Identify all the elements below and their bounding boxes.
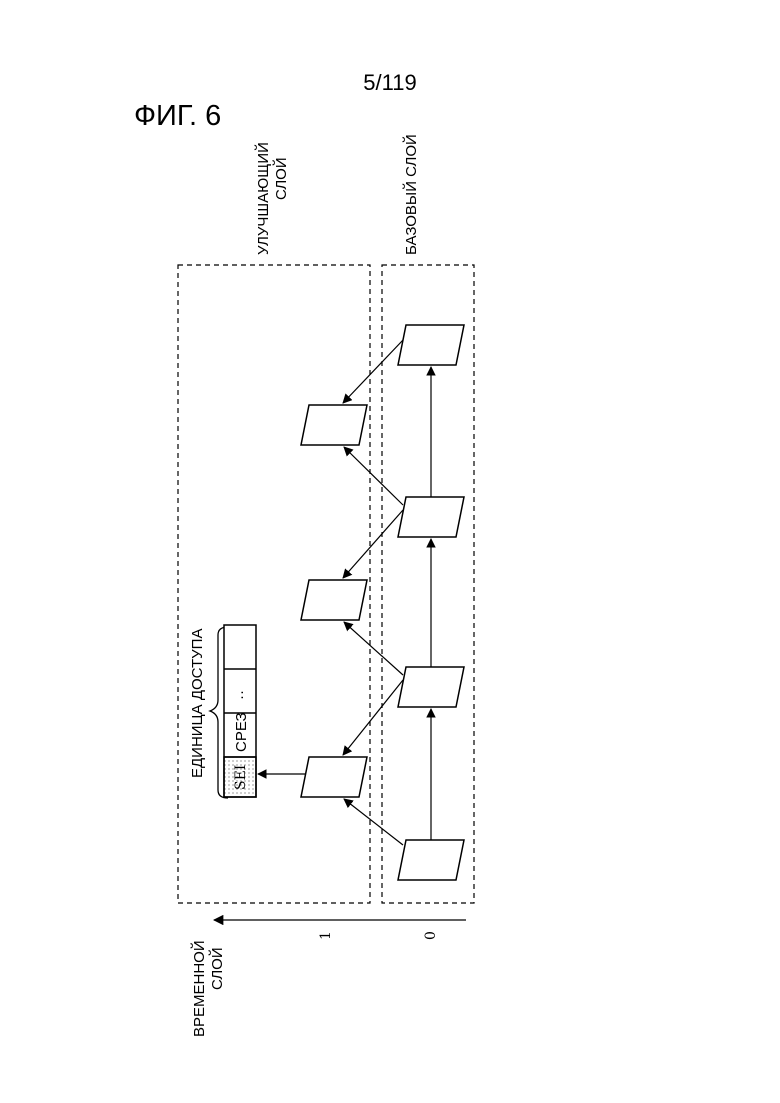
- temporal-axis-label-1: ВРЕМЕННОЙ: [190, 940, 208, 1037]
- base-picture-4: [398, 840, 464, 880]
- base-layer-label: БАЗОВЫЙ СЛОЙ: [402, 134, 420, 255]
- base-picture-3: [398, 667, 464, 707]
- arrow-base3-enh2: [344, 622, 403, 675]
- temporal-tick-0: 0: [423, 931, 439, 940]
- enhancement-picture-2: [301, 580, 367, 620]
- arrow-base4-enh3: [344, 799, 403, 845]
- sei-cell-label: SEI: [233, 765, 249, 790]
- arrow-base2-enh1: [344, 447, 403, 505]
- ellipsis-cell-label: ··: [233, 690, 250, 700]
- enhancement-layer-label-1: УЛУЧШАЮЩИЙ: [254, 142, 272, 255]
- access-unit-label: ЕДИНИЦА ДОСТУПА: [189, 629, 206, 778]
- temporal-axis-label-2: СЛОЙ: [208, 947, 226, 990]
- enhancement-picture-3: [301, 757, 367, 797]
- arrow-base3-enh3: [343, 680, 403, 755]
- base-picture-2: [398, 497, 464, 537]
- temporal-tick-1: 1: [318, 931, 334, 940]
- enhancement-picture-1: [301, 405, 367, 445]
- arrow-base2-enh2: [343, 510, 403, 578]
- slice-cell-label: СРЕЗ: [233, 712, 250, 752]
- arrow-base1-enh1: [343, 340, 403, 403]
- enhancement-layer-label-2: СЛОЙ: [272, 157, 290, 200]
- base-picture-1: [398, 325, 464, 365]
